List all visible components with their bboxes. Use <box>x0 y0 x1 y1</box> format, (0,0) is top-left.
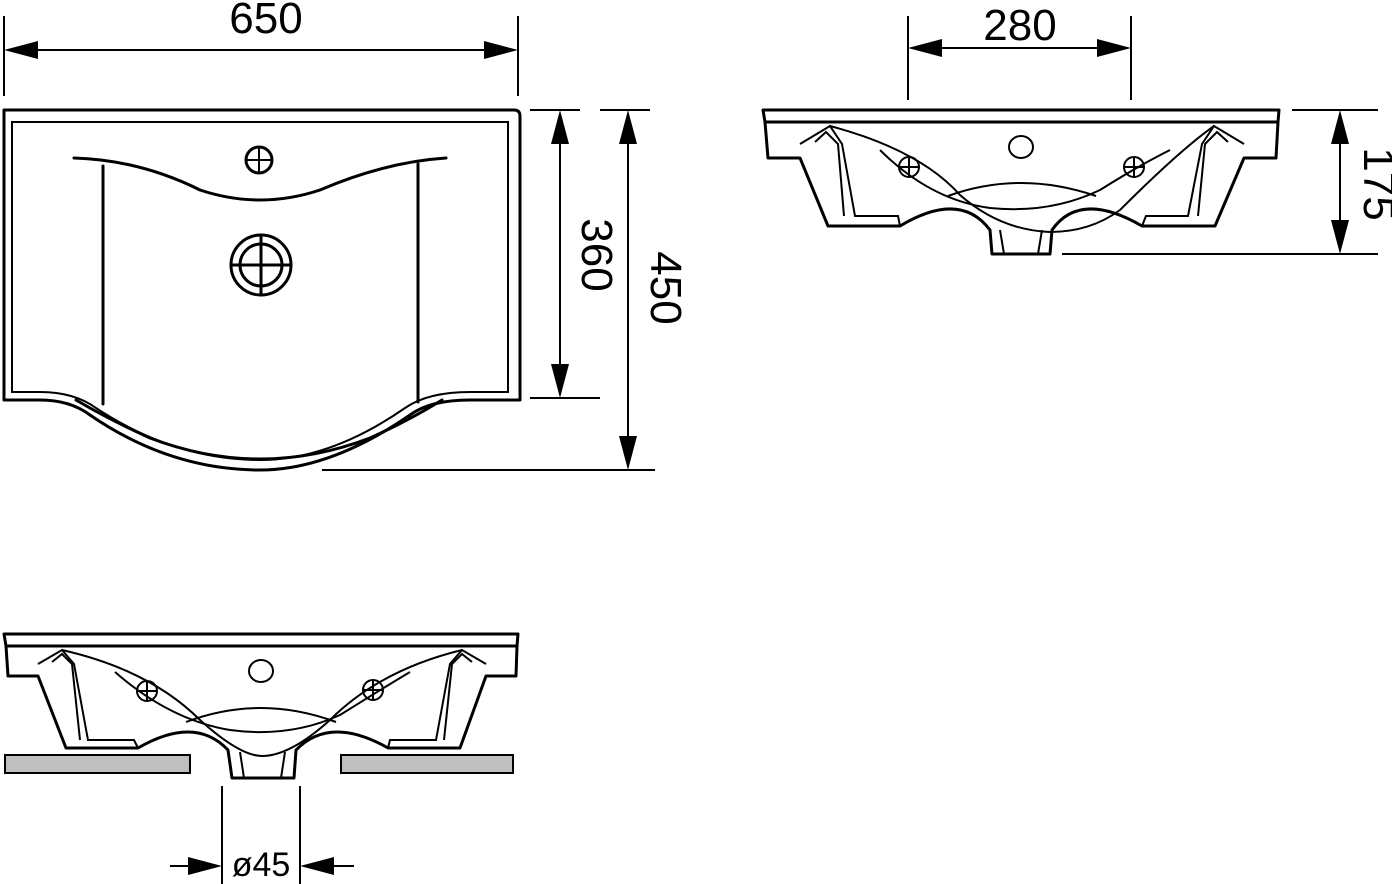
installed-left-overflow-icon <box>136 680 158 702</box>
installed-view-outline <box>4 644 519 780</box>
left-countertop <box>4 754 191 774</box>
dimension-width-label: 650 <box>229 0 302 43</box>
tap-hole-icon <box>244 145 274 175</box>
front-view-outline <box>763 120 1280 256</box>
top-view-outline <box>2 108 522 472</box>
front-tap-hole-icon <box>1008 135 1034 159</box>
left-overflow-icon <box>898 156 920 178</box>
installed-right-overflow-icon <box>362 679 384 701</box>
right-overflow-icon <box>1123 156 1145 178</box>
dimension-drain-diameter-label: ø45 <box>232 846 291 884</box>
top-view: 650 360 450 <box>2 0 690 472</box>
bowl-bottom-curve <box>74 398 444 461</box>
drain-icon <box>229 233 293 297</box>
installed-tap-hole-icon <box>248 659 274 683</box>
bowl-top-curve <box>72 156 448 202</box>
dimension-bowl-depth-label: 360 <box>572 218 621 291</box>
dimension-tap-spacing-label: 280 <box>983 1 1056 50</box>
front-view: 280 175 <box>761 1 1392 256</box>
dimension-overall-depth-label: 450 <box>641 251 690 324</box>
right-countertop <box>340 754 514 774</box>
dimension-height-label: 175 <box>1354 147 1392 220</box>
installed-view: ø45 <box>2 632 520 884</box>
